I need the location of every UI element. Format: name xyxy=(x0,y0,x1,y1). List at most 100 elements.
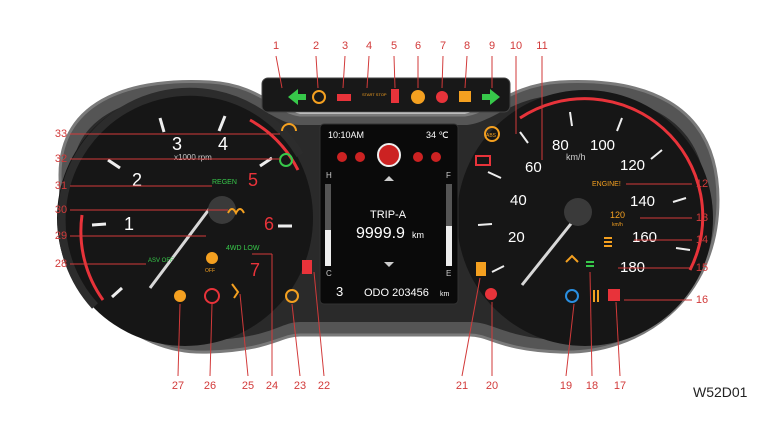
display-menu-icon-4 xyxy=(413,152,423,162)
tire-pressure-icon xyxy=(281,123,297,132)
callout-18: 18 xyxy=(585,380,599,392)
tachometer-red-arc xyxy=(79,214,105,301)
display-temperature: 34 ℃ xyxy=(426,130,449,140)
display-odometer-unit: km xyxy=(440,291,450,298)
callout-29: 29 xyxy=(54,230,68,242)
callout-7: 7 xyxy=(439,40,447,52)
display-fuel-empty: E xyxy=(446,269,451,278)
speed-limit-value: 120 xyxy=(610,210,625,220)
hill-descent-icon xyxy=(565,289,579,303)
callout-leaders xyxy=(70,55,692,377)
tach-number-6: 6 xyxy=(264,214,274,234)
tach-unit: x1000 rpm xyxy=(174,153,212,162)
steering-warning-icon xyxy=(411,90,425,104)
callout-32: 32 xyxy=(54,153,68,165)
speed-number-120: 120 xyxy=(620,157,645,174)
tach-number-5: 5 xyxy=(248,170,258,190)
telltale-strip xyxy=(261,77,511,113)
display-temp-cold: C xyxy=(326,269,332,278)
tachometer-ticks xyxy=(91,115,292,299)
callout-23: 23 xyxy=(293,380,307,392)
display-odometer: ODO 203456 xyxy=(364,287,429,299)
fuel-gauge-bar xyxy=(446,184,452,266)
display-trip-unit: km xyxy=(412,230,424,240)
speed-number-40: 40 xyxy=(510,192,527,209)
four-wd-low-indicator: 4WD LOW xyxy=(226,245,260,252)
asv-off-icon: ASV OFF xyxy=(148,258,174,264)
low-fuel-icon xyxy=(476,262,486,276)
callout-8: 8 xyxy=(463,40,471,52)
tach-number-1: 1 xyxy=(124,214,134,234)
coolant-gauge-fill xyxy=(325,230,331,266)
seatbelt-driver-icon xyxy=(485,288,497,300)
display-menu-icon-2 xyxy=(355,152,365,162)
callout-24: 24 xyxy=(265,380,279,392)
speed-number-100: 100 xyxy=(590,137,615,154)
tachometer-needle xyxy=(148,199,218,289)
callout-13: 13 xyxy=(695,212,709,224)
speedometer-red-arc xyxy=(519,97,705,271)
callout-30: 30 xyxy=(54,204,68,216)
engine-warning-indicator: ENGINE! xyxy=(592,181,621,188)
fuel-gauge-fill xyxy=(446,226,452,266)
auto-hold-icon xyxy=(285,289,299,303)
turn-right-arrow-icon xyxy=(482,89,500,105)
display-menu-icon-1 xyxy=(337,152,347,162)
speedometer-hub xyxy=(564,198,592,226)
callout-5: 5 xyxy=(390,40,398,52)
callout-4: 4 xyxy=(365,40,373,52)
high-beam-icon xyxy=(604,237,612,247)
traction-off-icon xyxy=(206,252,218,264)
immobilizer-icon xyxy=(608,289,620,301)
callout-11: 11 xyxy=(536,40,548,52)
center-display xyxy=(319,123,459,305)
turn-left-arrow-icon xyxy=(288,89,306,105)
callout-21: 21 xyxy=(455,380,469,392)
callout-3: 3 xyxy=(341,40,349,52)
tachometer-red-arc-top xyxy=(249,118,300,171)
display-down-arrow-icon xyxy=(384,262,394,267)
glow-plug-icon xyxy=(227,208,245,216)
coolant-temp-icon xyxy=(302,260,312,274)
coolant-gauge-bar xyxy=(325,184,331,266)
display-up-arrow-icon xyxy=(384,176,394,181)
display-gear: 3 xyxy=(336,284,343,299)
callout-27: 27 xyxy=(171,380,185,392)
cruise-control-icon xyxy=(279,153,293,167)
start-stop-icon: START STOP xyxy=(362,92,387,97)
callout-16: 16 xyxy=(695,294,709,306)
callout-9: 9 xyxy=(488,40,496,52)
callout-14: 14 xyxy=(695,234,709,246)
speed-number-60: 60 xyxy=(525,159,542,176)
abs-icon xyxy=(484,126,500,142)
airbag-icon xyxy=(436,91,448,103)
callout-31: 31 xyxy=(54,180,68,192)
callout-15: 15 xyxy=(695,262,709,274)
tachometer-ring xyxy=(57,87,304,309)
tach-number-3: 3 xyxy=(172,134,182,154)
battery-icon xyxy=(475,155,491,166)
callout-26: 26 xyxy=(203,380,217,392)
seatbelt-passenger-icon xyxy=(231,283,240,299)
stability-icon xyxy=(174,290,186,302)
callout-19: 19 xyxy=(559,380,573,392)
fuel-filter-icon xyxy=(459,91,471,102)
tachometer-dial xyxy=(57,90,313,346)
tach-number-7: 7 xyxy=(250,260,260,280)
headlight-icon xyxy=(586,261,594,267)
display-trip-value: 9999.9 xyxy=(356,225,405,242)
door-open-icon xyxy=(391,89,399,103)
brake-warning-icon xyxy=(204,288,220,304)
callout-2: 2 xyxy=(312,40,320,52)
speedometer-ticks xyxy=(477,111,691,273)
regen-indicator: REGEN xyxy=(212,179,237,186)
speed-limit-unit: km/h xyxy=(612,222,623,228)
fog-light-icon xyxy=(593,290,599,302)
figure-code: W52D01 xyxy=(693,384,748,400)
callout-33: 33 xyxy=(54,128,68,140)
tach-number-2: 2 xyxy=(132,170,142,190)
callout-20: 20 xyxy=(485,380,499,392)
display-temp-hot: H xyxy=(326,171,332,180)
display-clock: 10:10AM xyxy=(328,130,364,140)
